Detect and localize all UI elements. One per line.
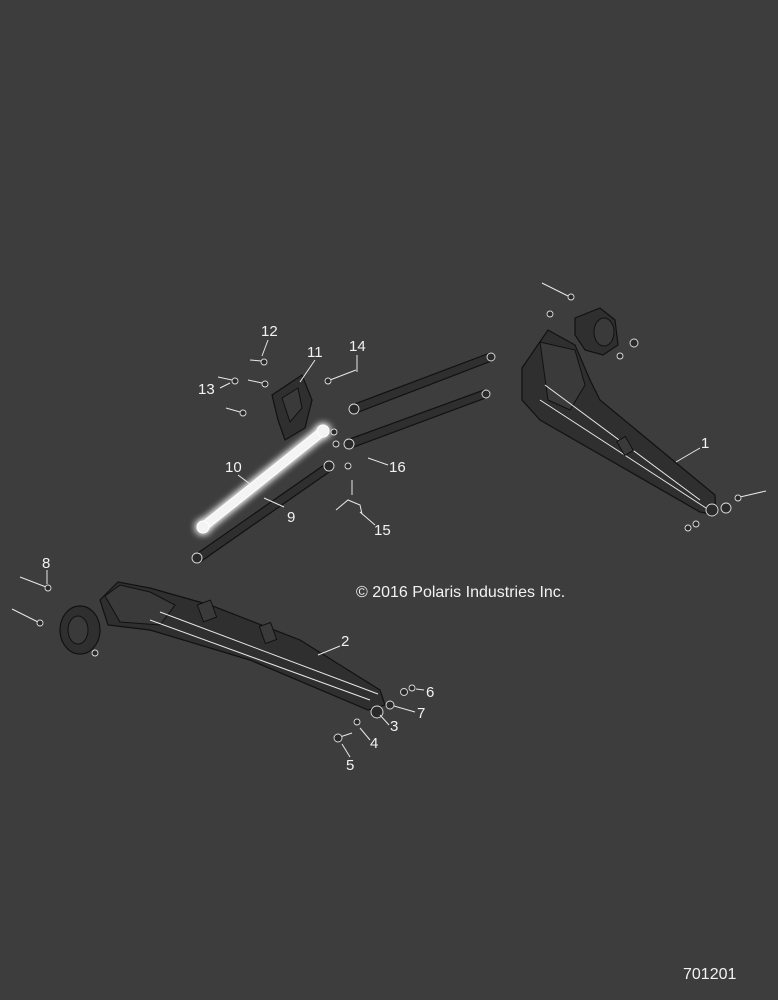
callout-4: 4 [370,735,378,752]
trailing-arm-left [11,576,416,743]
callout-9: 9 [287,509,295,526]
nut-icon [332,440,340,448]
callout-5: 5 [346,757,354,774]
radius-rod-upper [324,352,496,470]
control-link-10-highlighted[interactable] [196,424,330,534]
callout-8: 8 [42,555,50,572]
callout-11: 11 [307,344,323,361]
bracket [217,358,313,441]
callout-14: 14 [349,338,366,355]
callout-1: 1 [701,435,709,452]
callout-6: 6 [426,684,434,701]
clamp [335,480,363,515]
callout-3: 3 [390,718,398,735]
callout-leaders [46,339,701,758]
copyright-notice: © 2016 Polaris Industries Inc. [356,584,565,601]
nut-icon [330,428,338,436]
figure-number: 701201 [683,966,736,983]
callout-2: 2 [341,633,349,650]
callout-10: 10 [225,459,242,476]
callout-12: 12 [261,323,278,340]
callout-7: 7 [417,705,425,722]
trailing-arm-right [521,282,767,532]
callout-16: 16 [389,459,406,476]
callout-13: 13 [198,381,215,398]
callout-15: 15 [374,522,391,539]
control-link-9 [191,460,335,564]
